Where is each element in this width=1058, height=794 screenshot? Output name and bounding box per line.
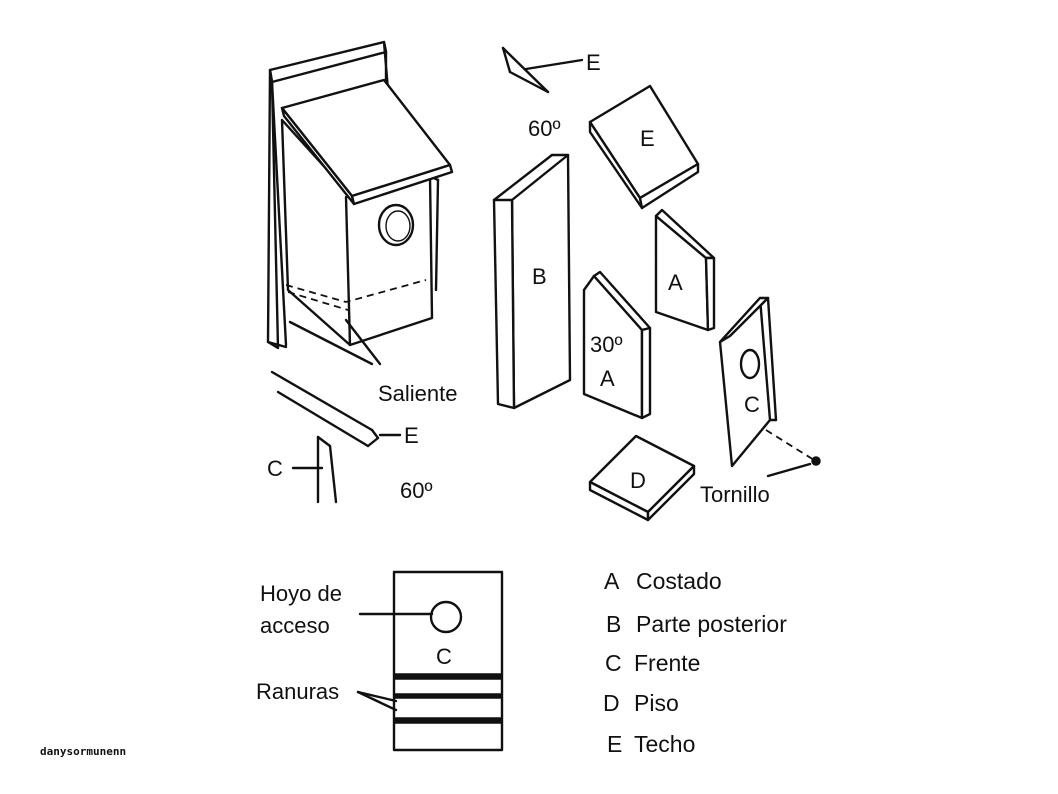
legend-text: Frente — [634, 650, 700, 676]
slots-label: Ranuras — [256, 679, 339, 704]
front-view-detail: C Hoyo de acceso Ranuras — [256, 570, 504, 752]
front-view-label: C — [436, 644, 452, 669]
angle-top-label: 60º — [528, 116, 561, 141]
side-left-label: A — [600, 366, 615, 391]
front-detail-label: C — [267, 456, 283, 481]
roof-strip-bottom-label: E — [404, 423, 419, 448]
watermark: danysormunenn — [40, 745, 126, 758]
front-panel-hole — [739, 348, 761, 380]
entrance-hole — [377, 203, 415, 247]
legend-key: B — [606, 611, 621, 637]
legend-text: Costado — [636, 568, 722, 594]
legend-key: A — [604, 568, 620, 594]
front-panel — [718, 296, 772, 468]
back-board-front — [266, 68, 280, 350]
side-right-label: A — [668, 270, 683, 295]
legend-key: D — [603, 690, 620, 716]
exploded-parts: E 60º E B A 30º A C Tornill — [492, 46, 821, 522]
assembled-birdhouse: Saliente — [266, 40, 458, 406]
slot-2 — [393, 693, 503, 699]
roof-strip-top-label: E — [586, 50, 601, 75]
floor-panel-label: D — [630, 468, 646, 493]
roof-front-edge — [350, 163, 454, 206]
legend-text: Techo — [634, 731, 695, 757]
legend-text: Parte posterior — [636, 611, 787, 637]
screw-icon — [811, 456, 821, 466]
screw-label: Tornillo — [700, 482, 770, 507]
legend: A Costado B Parte posterior C Frente D P… — [603, 568, 787, 757]
side-angle-label: 30º — [590, 332, 623, 357]
angle-bottom-label: 60º — [400, 478, 433, 503]
ledge-label: Saliente — [378, 381, 458, 406]
access-hole-label: Hoyo de acceso — [260, 581, 348, 638]
legend-key: C — [605, 650, 622, 676]
legend-text: Piso — [634, 690, 679, 716]
front-panel-label: C — [744, 392, 760, 417]
slot-1 — [393, 673, 503, 680]
legend-key: E — [607, 731, 622, 757]
detail-strips: E C 60º — [267, 370, 433, 504]
slot-3 — [393, 717, 503, 724]
back-panel-label: B — [532, 264, 547, 289]
access-hole — [429, 600, 463, 634]
back-board-top-face — [268, 40, 388, 84]
roof-panel-label: E — [640, 126, 655, 151]
